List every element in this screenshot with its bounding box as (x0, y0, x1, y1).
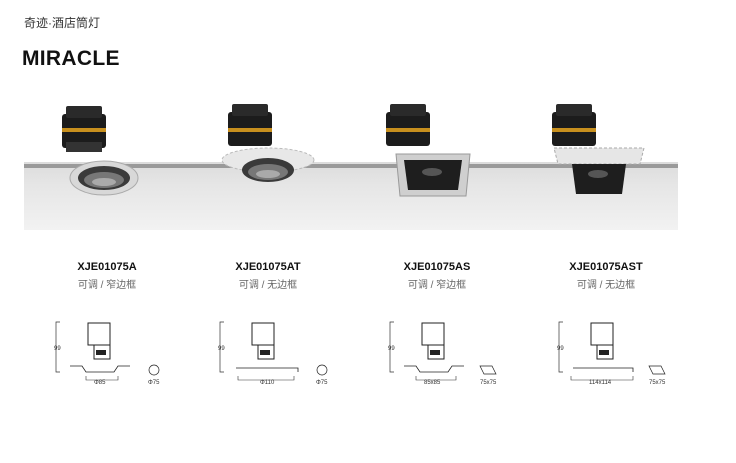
cutout-dimension: 75x75 (649, 380, 666, 386)
width-dimension: Φ85 (94, 380, 106, 386)
width-dimension: 85x85 (424, 380, 441, 386)
product-image-xje01075as (386, 104, 471, 197)
product-desc: 可调 / 窄边框 (77, 280, 137, 291)
drawing-xje01075as: 99 85x85 75x75 (388, 321, 497, 386)
product-image-xje01075ast (552, 104, 645, 194)
drawing-xje01075ast: 99 114x114 75x75 (557, 321, 666, 386)
cutout-dimension: Φ75 (148, 380, 160, 386)
height-dimension: 99 (54, 346, 61, 352)
product-desc: 可调 / 无边框 (576, 280, 636, 291)
drawing-xje01075a: 99 Φ85 Φ75 (54, 321, 160, 386)
ceiling-line (24, 164, 678, 168)
product-code: XJE01075AST (569, 261, 643, 273)
product-desc: 可调 / 无边框 (238, 280, 298, 291)
product-code: XJE01075A (77, 261, 137, 273)
cutout-dimension: 75x75 (480, 380, 497, 386)
subtitle: 奇迹·酒店筒灯 (24, 16, 100, 30)
height-dimension: 99 (557, 346, 564, 352)
product-image-xje01075at (221, 104, 315, 182)
cutout-dimension: Φ75 (316, 380, 328, 386)
page-title: MIRACLE (22, 47, 120, 70)
product-code: XJE01075AT (235, 261, 301, 273)
product-desc: 可调 / 窄边框 (407, 280, 467, 291)
drawing-xje01075at: 99 Φ110 Φ75 (218, 321, 328, 386)
product-code: XJE01075AS (403, 261, 471, 273)
width-dimension: 114x114 (589, 380, 612, 386)
height-dimension: 99 (218, 346, 225, 352)
height-dimension: 99 (388, 346, 395, 352)
width-dimension: Φ110 (260, 380, 275, 386)
product-image-xje01075a (62, 106, 139, 196)
